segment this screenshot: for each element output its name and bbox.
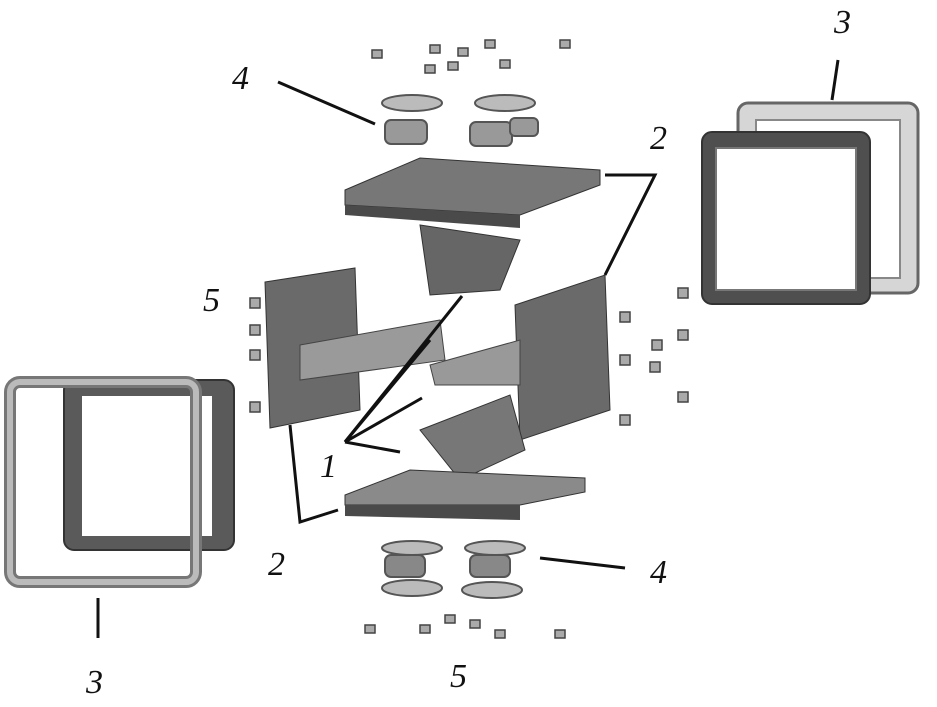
label-part-4-top: 4	[232, 60, 249, 97]
bolts	[249, 39, 689, 639]
label-part-3-bottom: 3	[86, 664, 103, 701]
bottom-bearings	[381, 540, 526, 599]
right-side-plate	[429, 274, 611, 441]
top-bearings	[381, 94, 539, 147]
top-plate	[344, 157, 601, 296]
label-part-2-right: 2	[650, 120, 667, 157]
label-part-5-bottom: 5	[450, 658, 467, 695]
bottom-plate	[344, 394, 586, 520]
label-part-5-left: 5	[203, 282, 220, 319]
frame-bottom-left	[4, 376, 235, 588]
frame-top-right	[701, 101, 920, 305]
label-part-1: 1	[320, 448, 337, 485]
left-side-plate	[264, 267, 446, 429]
leader-lines	[96, 59, 840, 638]
label-part-4-bottom: 4	[650, 554, 667, 591]
label-part-3-top: 3	[834, 4, 851, 41]
label-part-2-left: 2	[268, 546, 285, 583]
